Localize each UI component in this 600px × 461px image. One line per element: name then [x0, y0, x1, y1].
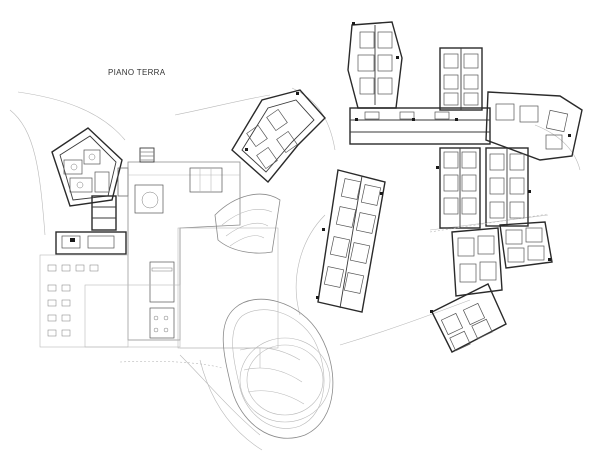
- east-corridor: [349, 107, 491, 145]
- northeast-rooms: [439, 47, 583, 161]
- southeast-room-wing: [430, 221, 553, 353]
- site-paths: [119, 213, 549, 451]
- lobby-block: [127, 147, 241, 341]
- curved-hall: [214, 193, 281, 254]
- upper-tower: [347, 21, 403, 109]
- southwest-room-wing: [316, 169, 386, 313]
- plan-title: PIANO TERRA: [108, 68, 166, 77]
- site-contours: [9, 87, 581, 436]
- terrace-seating: [39, 227, 279, 368]
- north-corridor: [231, 89, 326, 184]
- swimming-pool: [222, 298, 334, 439]
- central-room-blocks: [436, 147, 531, 229]
- service-wing: [51, 127, 129, 255]
